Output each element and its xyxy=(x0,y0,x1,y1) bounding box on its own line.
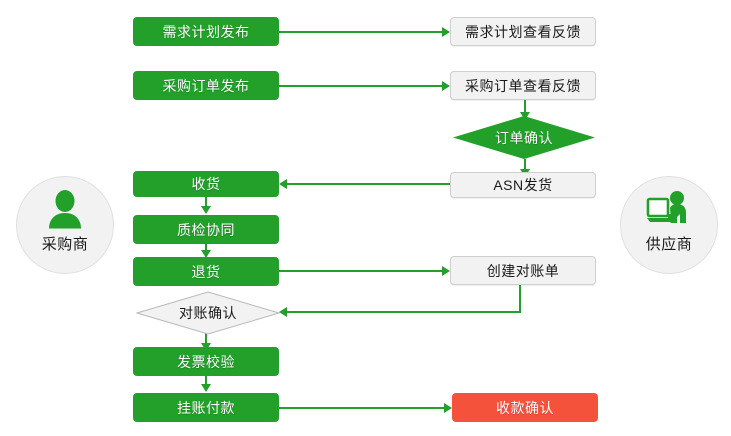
edge-receive-to-quality xyxy=(205,197,207,209)
node-payment-confirm[interactable]: 收款确认 xyxy=(452,393,598,422)
edge-order-confirm-to-asn xyxy=(524,159,526,173)
arrowhead-create-statement xyxy=(442,266,450,276)
node-create-statement[interactable]: 创建对账单 xyxy=(450,256,596,285)
node-statement-confirm[interactable]: 对账确认 xyxy=(135,291,281,335)
edge-demand-plan-publish-to-feedback xyxy=(278,31,443,33)
node-return-goods[interactable]: 退货 xyxy=(133,257,279,286)
node-po-feedback[interactable]: 采购订单查看反馈 xyxy=(450,71,596,100)
person-at-computer-icon xyxy=(646,191,686,223)
node-demand-plan-feedback[interactable]: 需求计划查看反馈 xyxy=(450,17,596,46)
diamond-shape-statement-confirm xyxy=(135,291,281,335)
edge-quality-to-return xyxy=(205,243,207,254)
arrowhead-payable-payment xyxy=(201,384,211,392)
edge-return-to-create-statement xyxy=(278,270,443,272)
edge-po-publish-to-feedback xyxy=(278,85,443,87)
arrowhead-order-confirm xyxy=(520,112,530,120)
person-icon xyxy=(49,190,81,229)
node-invoice-verify[interactable]: 发票校验 xyxy=(133,347,279,376)
edge-asn-to-receive-goods xyxy=(286,183,453,185)
edge-statement-confirm-to-invoice xyxy=(205,333,207,347)
edge-create-statement-elbow-horizontal xyxy=(286,311,521,313)
arrowhead-statement-confirm xyxy=(279,307,287,317)
edge-invoice-to-payable xyxy=(205,375,207,387)
actor-buyer[interactable]: 采购商 xyxy=(16,176,114,274)
node-po-publish[interactable]: 采购订单发布 xyxy=(133,71,279,100)
node-demand-plan-publish[interactable]: 需求计划发布 xyxy=(133,17,279,46)
arrowhead-po-feedback xyxy=(442,81,450,91)
node-quality-collab[interactable]: 质检协同 xyxy=(133,215,279,244)
edge-po-feedback-to-order-confirm xyxy=(524,100,526,116)
diamond-shape-order-confirm xyxy=(453,116,595,159)
actor-supplier[interactable]: 供应商 xyxy=(620,176,718,274)
node-order-confirm[interactable]: 订单确认 xyxy=(452,115,596,160)
node-asn-ship[interactable]: ASN发货 xyxy=(450,172,596,198)
node-payable-payment[interactable]: 挂账付款 xyxy=(133,393,279,422)
arrowhead-receive-goods xyxy=(279,179,287,189)
node-order-confirm-label: 订单确认 xyxy=(495,129,553,146)
actor-buyer-label: 采购商 xyxy=(41,236,89,253)
node-statement-confirm-label: 对账确认 xyxy=(179,305,237,321)
node-receive-goods[interactable]: 收货 xyxy=(133,171,279,197)
edge-payable-to-payment-confirm xyxy=(278,407,445,409)
arrowhead-demand-plan-feedback xyxy=(442,27,450,37)
edge-create-statement-elbow-vertical xyxy=(519,285,521,313)
arrowhead-payment-confirm xyxy=(444,403,452,413)
arrowhead-return-goods xyxy=(201,250,211,258)
arrowhead-quality-collab xyxy=(201,206,211,214)
actor-supplier-label: 供应商 xyxy=(645,236,693,253)
